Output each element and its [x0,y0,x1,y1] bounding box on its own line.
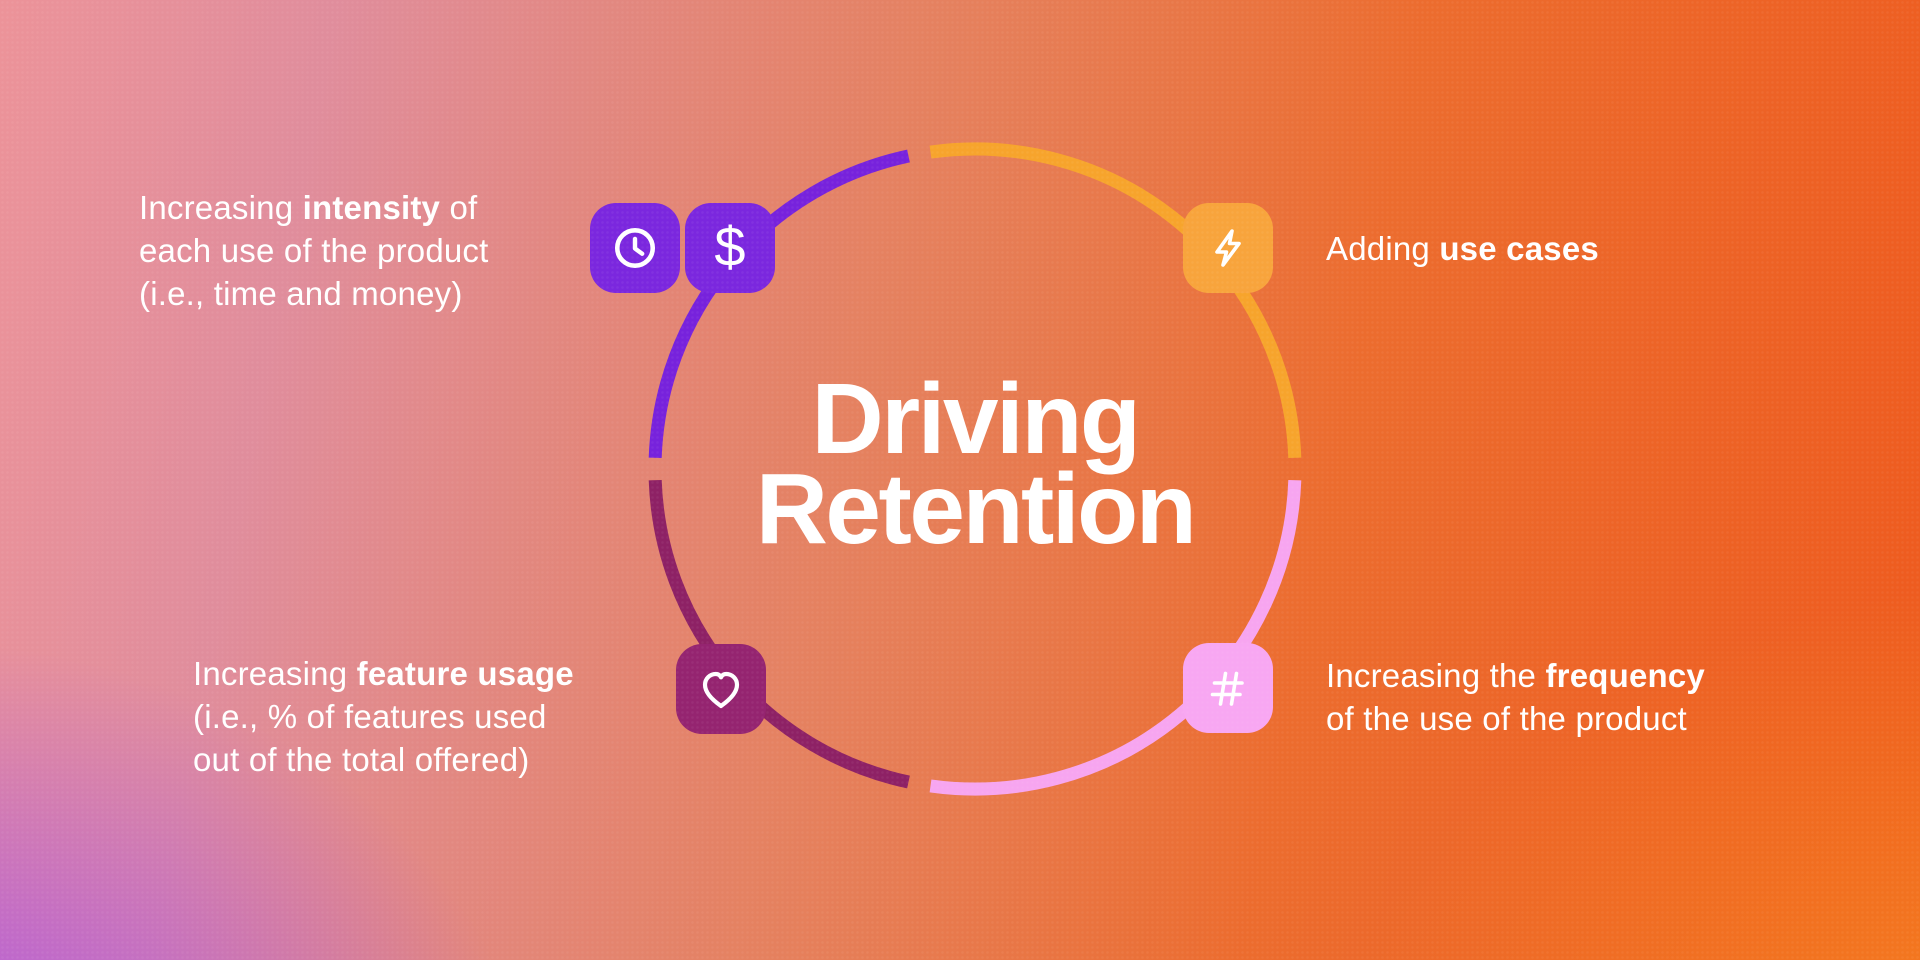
label-frequency: Increasing the frequency of the use of t… [1326,657,1705,737]
label-feature-usage: Increasing feature usage (i.e., % of fea… [193,655,574,778]
badge-feature-usage [676,644,766,734]
badge-time [590,203,680,293]
label-intensity: Increasing intensity of each use of the … [139,189,489,312]
badge-use-cases [1183,203,1273,293]
badge-frequency [1183,643,1273,733]
badge-money: $ [685,203,775,293]
page-title: Driving Retention [755,363,1197,565]
arc-top-right [929,142,1302,459]
dollar-icon: $ [714,215,746,278]
hash-icon [1210,671,1244,706]
label-use-cases: Adding use cases [1326,230,1599,267]
lightning-icon [1215,229,1241,267]
title-line-1: Driving [811,363,1141,475]
title-line-2: Retention [755,453,1197,565]
arc-bottom-right [929,479,1302,796]
heart-icon [702,671,740,709]
clock-icon [614,227,656,269]
